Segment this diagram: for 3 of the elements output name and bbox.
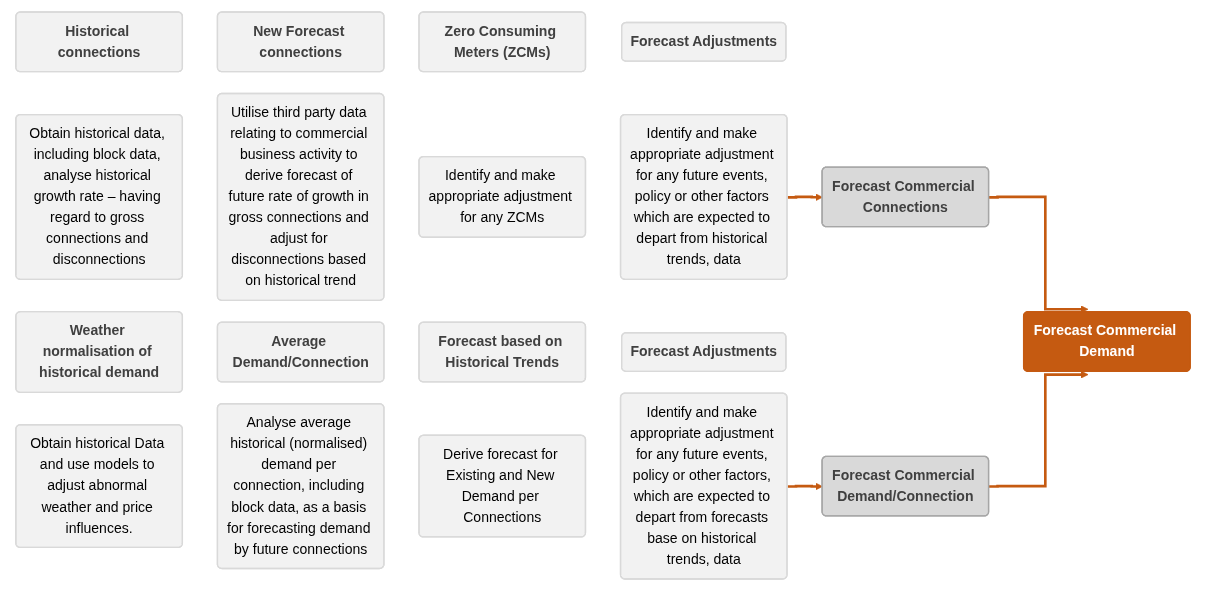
arrow [989, 370, 1089, 488]
arrow [787, 482, 823, 491]
arrow [787, 193, 823, 202]
